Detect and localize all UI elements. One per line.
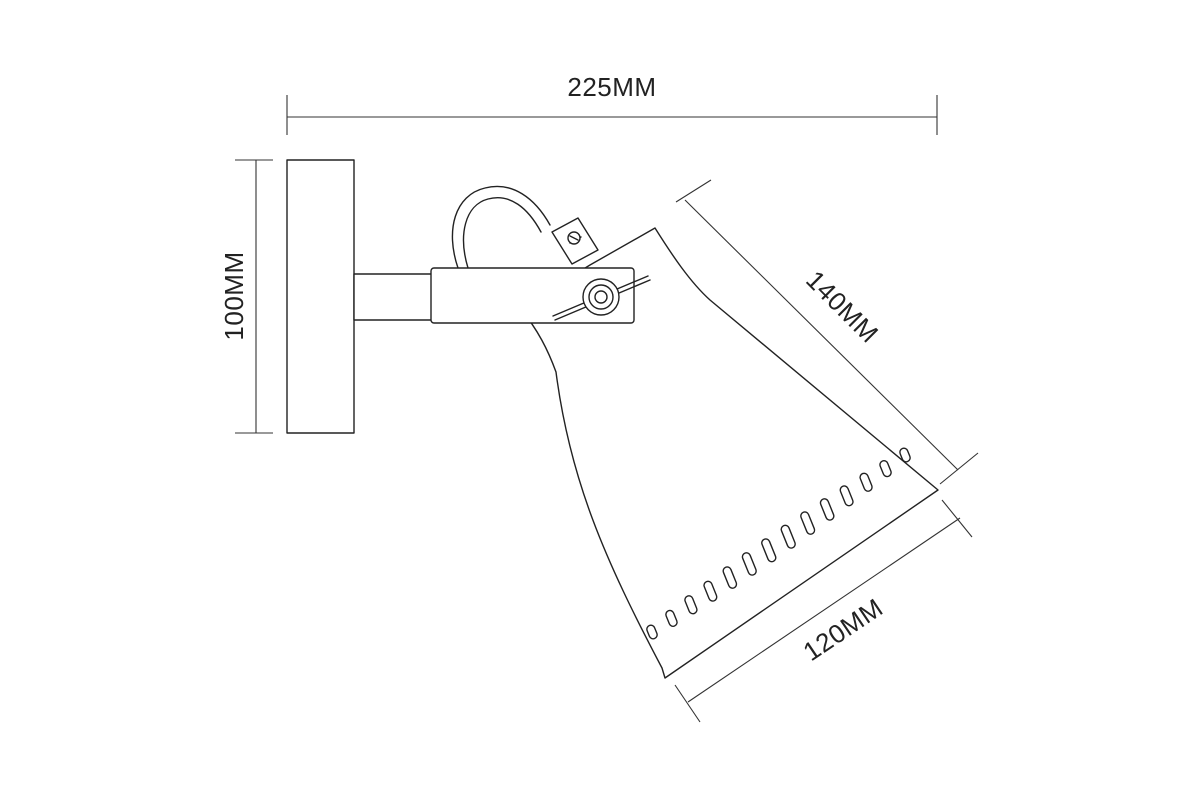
length-dim-bottom-tick [939, 452, 979, 485]
length-dim-label: 140MM [800, 264, 884, 348]
height-dimension: 100MM [219, 159, 273, 434]
vent-slot [684, 595, 698, 615]
vent-slot [646, 624, 658, 640]
opening-dim-label: 120MM [798, 592, 889, 667]
width-dim-label: 225MM [567, 72, 656, 102]
wall-mount-plate [286, 159, 355, 434]
vent-slot [839, 485, 854, 507]
height-dim-label: 100MM [219, 251, 249, 340]
opening-dim-left-tick [674, 684, 701, 723]
vent-slot [819, 498, 835, 521]
hinge-knob-icon [594, 290, 608, 304]
collar-screw-line [569, 235, 579, 241]
vent-slot [761, 538, 777, 563]
vent-slot [741, 552, 757, 576]
power-cable [451, 185, 551, 269]
arm-tube [353, 273, 433, 321]
length-dim-top-tick [675, 179, 712, 203]
hinge-bracket-plate [430, 267, 635, 324]
width-dimension: 225MM [286, 72, 938, 135]
vent-slot [780, 524, 796, 549]
vent-slot [800, 511, 816, 535]
shade-vent-slots [646, 447, 911, 640]
vent-slot [859, 472, 873, 492]
vent-slot [665, 609, 678, 627]
opening-dim-line [687, 517, 961, 703]
vent-slot [899, 447, 911, 463]
vent-slot [879, 460, 892, 478]
vent-slot [703, 580, 718, 602]
vent-slot [722, 566, 738, 589]
length-dim-line [684, 199, 959, 471]
hinge-bracket [430, 267, 651, 324]
opening-dim-right-tick [941, 499, 973, 538]
shade-body [519, 227, 939, 679]
lamp-shade [519, 217, 939, 679]
